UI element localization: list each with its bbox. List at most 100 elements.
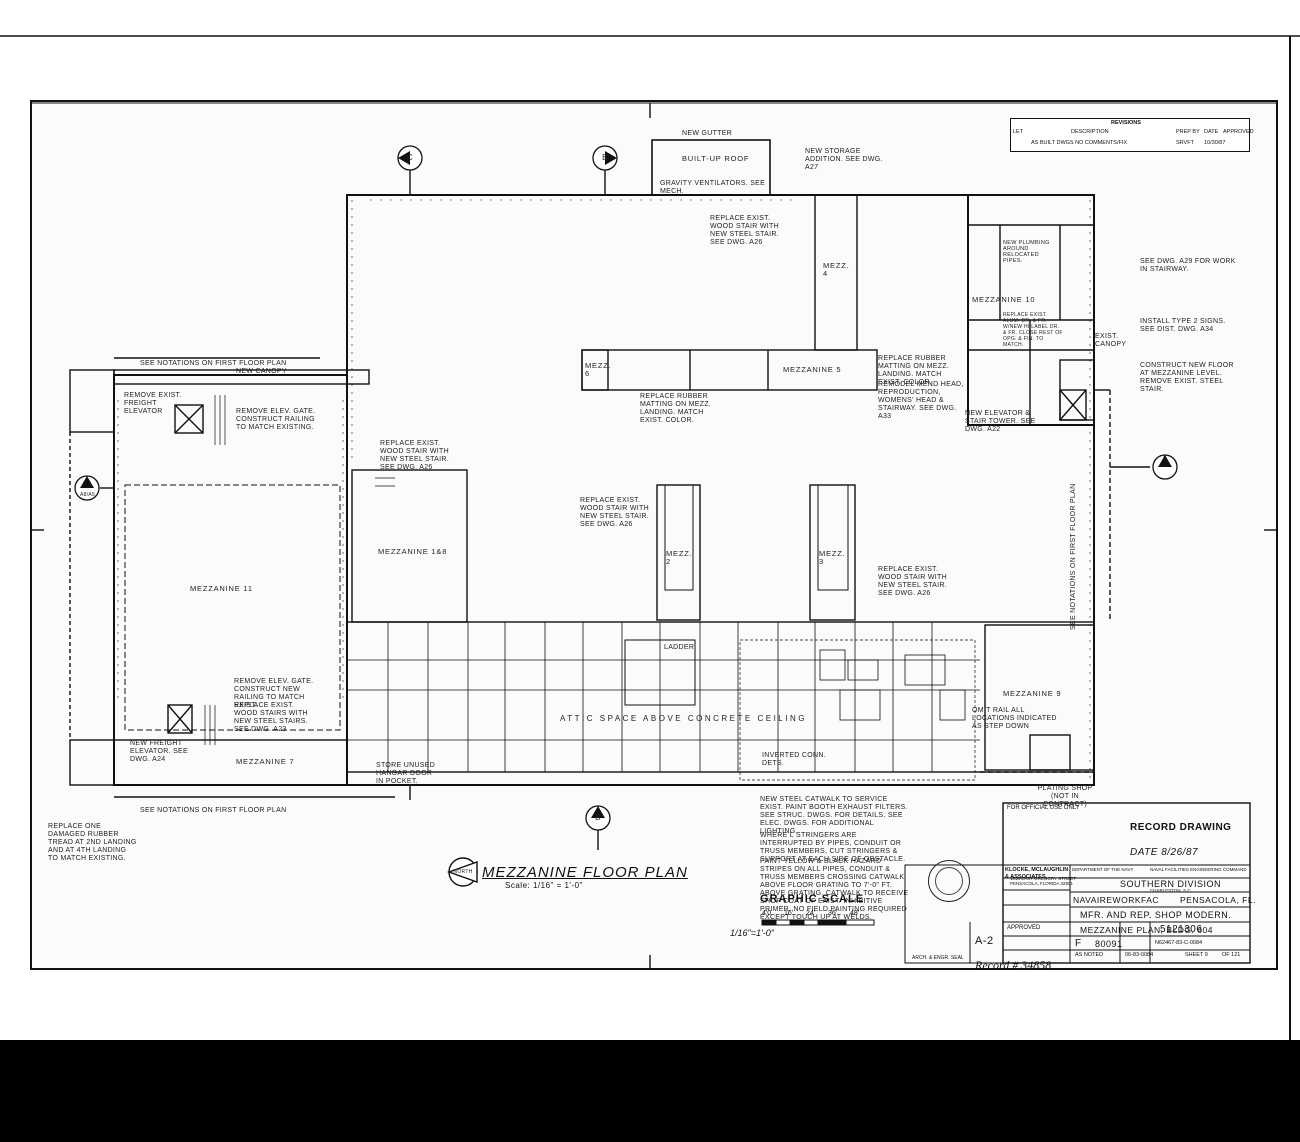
spec-number: 06-83-0084 — [1125, 952, 1154, 958]
note-new-storage: New storage addition. See dwg. A27 — [805, 148, 883, 171]
note-remove-gate: Remove elev. gate. Construct railing to … — [236, 408, 316, 431]
approved-label: APPROVED — [1007, 925, 1041, 931]
note-remove-freight: Remove exist. freight elevator — [124, 392, 182, 415]
scale-tick: 16' — [784, 910, 794, 917]
code-ident: 80091 — [1095, 939, 1123, 949]
note-replace-stair-2: Replace exist. wood stair with new steel… — [710, 215, 779, 246]
revisions-title: REVISIONS — [1111, 120, 1141, 126]
rev-header-approved: APPROVED — [1223, 129, 1254, 135]
room-mezz-4: Mezz. 4 — [823, 261, 850, 278]
record-drawing-date: DATE 8/26/87 — [1130, 847, 1199, 858]
graphic-scale-title: GRAPHIC SCALE — [760, 893, 865, 905]
section-marker-a-right: A — [1162, 454, 1168, 463]
room-mezzanine-7: Mezzanine 7 — [236, 757, 295, 766]
note-gutter: New gutter — [682, 130, 733, 137]
note-remodel-head: Remodel mend head, reproduction, womens'… — [878, 381, 964, 420]
navfac-drawing-no: 5121306 — [1160, 924, 1203, 935]
note-remove-stair: Remove exist. steel stair. — [1140, 378, 1224, 393]
architect-seal — [928, 860, 970, 902]
section-marker-b-top: B — [602, 153, 608, 162]
scan-margin-bottom — [0, 1040, 1300, 1142]
activity-location: PENSACOLA, FL. — [1180, 895, 1256, 905]
note-replace-exist: Replace exist. alum. dr. & fr. w/new hi … — [1003, 312, 1063, 348]
rev-row-prep: SRVFT — [1176, 140, 1194, 146]
rev-header-date: DATE — [1204, 129, 1219, 135]
arch-seal-label: ARCH. & ENGR. SEAL — [912, 955, 964, 961]
project-title: MFR. AND REP. SHOP MODERN. — [1080, 910, 1232, 920]
scale-tick: 36' — [828, 910, 838, 917]
rev-header-prep: PREP BY — [1176, 129, 1200, 135]
sheet-title: MEZZANINE PLAN, BLDG. 604 — [1080, 925, 1213, 935]
record-number: Record # 34858 — [975, 958, 1052, 972]
room-mezz-3: Mezz. 3 — [819, 549, 846, 566]
note-replace-tread: Replace one damaged rubber tread at 2nd … — [48, 823, 137, 862]
note-remove-gate-2: Remove elev. gate. Construct new railing… — [234, 678, 314, 709]
contract-number: N62467-83-C-0084 — [1155, 940, 1203, 946]
section-marker-a-left: A8/A5 — [80, 492, 96, 498]
size-letter: F — [1075, 938, 1082, 949]
note-omit-rail: Omit rail all locations indicated as ste… — [972, 707, 1057, 730]
scale-tick: 48' — [850, 910, 860, 917]
note-type2-signs: Install type 2 signs. See dist. dwg. A34 — [1140, 318, 1226, 333]
plan-scale: Scale: 1/16" = 1'-0" — [505, 881, 583, 890]
note-new-canopy: New Canopy — [236, 368, 287, 375]
room-plating-shop: Plating Shop (Not in contract) — [1037, 785, 1093, 808]
division-name: SOUTHERN DIVISION — [1120, 879, 1222, 889]
rev-row-description: AS BUILT DWGS NO COMMENTS/FIX — [1031, 140, 1128, 146]
note-first-floor-top: See notations on first floor plan — [140, 360, 287, 367]
note-first-floor-right: See notations on first floor plan — [1070, 483, 1077, 630]
room-built-up-roof: Built-up Roof — [682, 154, 750, 163]
revisions-table: REVISIONS LET DESCRIPTION PREP BY DATE A… — [1010, 118, 1254, 152]
room-mezz-2: Mezz. 2 — [666, 549, 693, 566]
room-attic-space: Attic space above concrete ceiling — [560, 714, 807, 723]
firm-address-2: Pensacola, Florida 32501 — [1010, 881, 1074, 886]
note-stringers: Where L stringers are interrupted by pip… — [760, 832, 906, 863]
rev-header-description: DESCRIPTION — [1071, 129, 1109, 135]
naval-command: NAVAL FACILITIES ENGINEERING COMMAND — [1150, 867, 1247, 872]
scale-value: AS NOTED — [1075, 952, 1104, 958]
official-use-label: For official use only — [1007, 805, 1080, 811]
graphic-scale-unit: 1/16"=1'-0" — [730, 928, 774, 938]
sheet-index: SHEET 9 — [1185, 952, 1208, 958]
note-first-floor-bottom: See notations on first floor plan — [140, 807, 287, 814]
section-marker-b-bottom: B — [595, 813, 601, 822]
note-inverted-conn: Inverted conn. dets. — [762, 752, 826, 767]
scale-tick: 24' — [806, 910, 816, 917]
note-exist-canopy: Exist. canopy — [1095, 333, 1127, 348]
firm-address-1: 1016 East Gregory Street — [1010, 876, 1077, 881]
room-mezzanine-1-8: Mezzanine 1&8 — [378, 547, 448, 556]
note-new-plumbing: New plumbing around relocated pipes. — [1003, 240, 1050, 264]
note-new-freight: New freight elevator. See dwg. A24 — [130, 740, 188, 763]
room-mezzanine-10: Mezzanine 10 — [972, 295, 1036, 304]
room-mezzanine-9: Mezzanine 9 — [1003, 689, 1062, 698]
division-location: CHARLESTON, S.C. — [1150, 888, 1192, 893]
note-see-a29: See dwg. A29 for work in stairway. — [1140, 258, 1236, 273]
dept-navy: DEPARTMENT OF THE NAVY — [1072, 867, 1134, 872]
note-catwalk: New steel catwalk to service exist. pain… — [760, 796, 908, 835]
note-replace-stair-4: Replace exist. wood stair with new steel… — [878, 566, 947, 597]
north-arrow-label: North — [453, 869, 473, 875]
note-replace-rubber-2: Replace rubber matting on mezz. landing.… — [878, 355, 950, 386]
note-new-elevator: New elevator & stair tower. See dwg. A22 — [965, 410, 1036, 433]
section-marker-c: C — [406, 153, 414, 162]
room-mezzanine-11: Mezzanine 11 — [190, 584, 253, 593]
record-drawing-label: RECORD DRAWING — [1130, 822, 1232, 833]
firm-name: Klocke, McLaughlin & Associates — [1005, 867, 1069, 880]
note-replace-steel-stairs: Replace exist. wood stairs with new stee… — [234, 702, 308, 733]
note-replace-stair-3: Replace exist. wood stair with new steel… — [580, 497, 649, 528]
sheet-total: OF 121 — [1222, 952, 1241, 958]
plan-title: Mezzanine Floor Plan — [482, 864, 688, 881]
rev-header-let: LET — [1013, 129, 1024, 135]
note-new-floor: Construct new floor at mezzanine level. — [1140, 362, 1234, 377]
activity-name: NAVAIREWORKFAC — [1073, 895, 1160, 905]
note-hazard-stripes: Paint yellow & black hazard stripes on a… — [760, 858, 909, 921]
note-store-hangar: Store unused hangar door in pocket. — [376, 762, 436, 785]
sheet-number: A-2 — [975, 935, 994, 947]
scan-margin-top — [0, 0, 1300, 36]
room-mezz-6: Mezz. 6 — [585, 361, 612, 378]
note-replace-stair-1: Replace exist. wood stair with new steel… — [380, 440, 449, 471]
note-replace-rubber-1: Replace rubber matting on mezz. landing.… — [640, 393, 712, 424]
note-ladder: Ladder — [664, 644, 695, 651]
